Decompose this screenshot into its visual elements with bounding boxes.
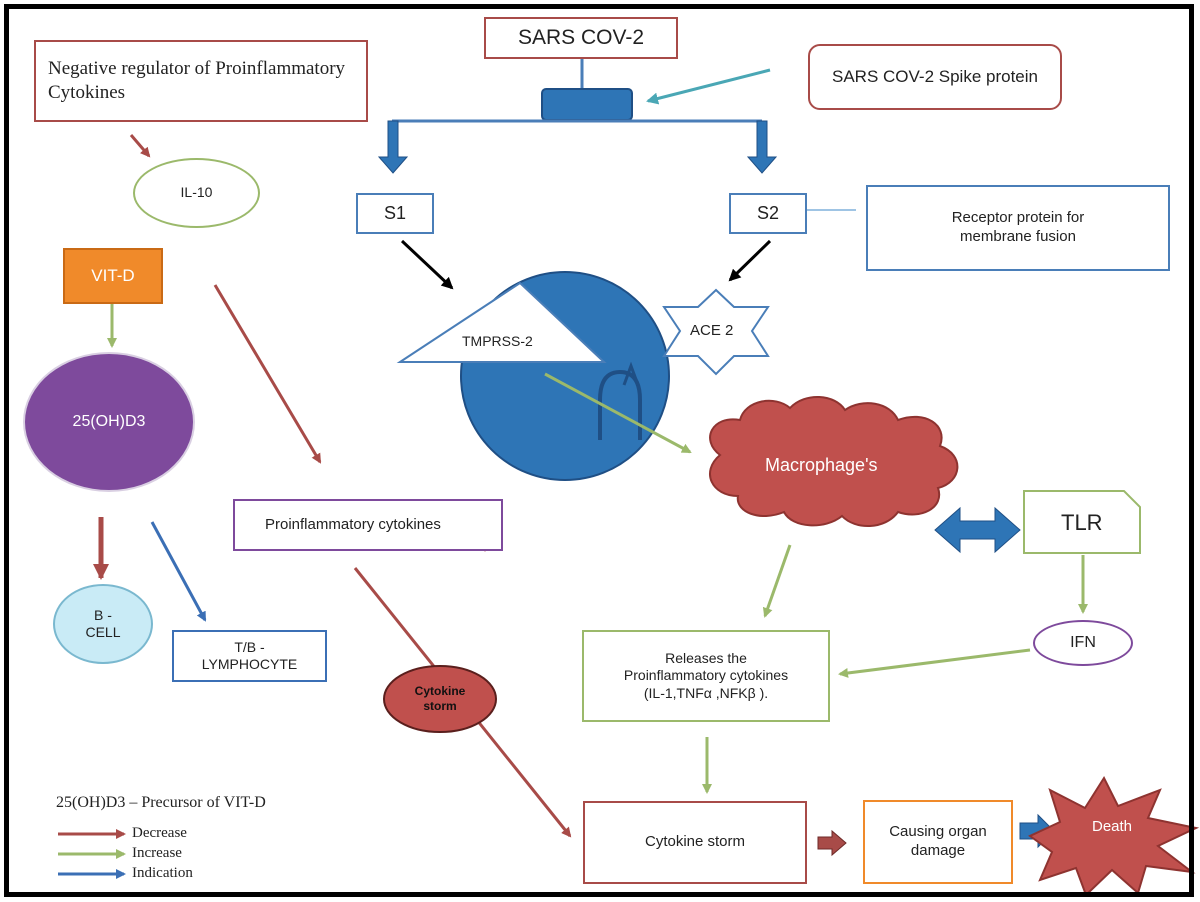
s1-node: S1 [356,193,434,234]
legend-increase-label: Increase [132,845,182,861]
death-label: Death [1092,818,1133,835]
spike-note-arrow [646,68,771,105]
spike-receptor-shape [541,88,633,121]
arrow-precursor-lymphocyte [150,521,207,622]
arrow-ifn-releases [838,648,1031,678]
vitd-node: VIT-D [63,248,163,304]
legend-decrease-label: Decrease [132,825,187,841]
tlr-label: TLR [1061,510,1103,535]
macrophage-tlr-arrow [934,506,1021,554]
macrophage-label: Macrophage's [765,455,878,475]
small-cytokine-storm-node: Cytokine storm [414,684,466,713]
arrow-to-proinflammatory [213,284,322,464]
lymphocyte-node: T/B - LYMPHOCYTE [172,630,327,682]
receptor-note-node: Receptor protein for membrane fusion [866,185,1170,271]
arrow-cell-macrophage [544,372,692,454]
legend-indication-label: Indication [132,865,193,881]
ace2-shape [662,288,770,376]
il10-node: IL-10 [133,158,260,228]
ifn-node: IFN [1033,620,1133,666]
bcell-node: B - CELL [53,584,153,664]
macrophage-shape [709,395,959,528]
tlr-shape [1023,490,1141,554]
releases-node: Releases the Proinflammatory cytokines (… [582,630,830,722]
ace2-label: ACE 2 [690,322,734,339]
arrow-s1-tmprss [400,239,454,290]
organ-damage-node: Causing organ damage [863,800,1013,884]
arrow-storm-organ [817,829,847,857]
arrow-macrophage-releases [762,544,792,618]
legend-note: 25(OH)D3 – Precursor of VIT-D [56,794,266,811]
tmprss2-shape [396,281,607,363]
s2-node: S2 [729,193,807,234]
arrow-to-s1 [377,120,409,174]
small-storm-shape [383,665,497,733]
proinflammatory-node: Proinflammatory cytokines [233,499,503,551]
virus-node: SARS COV-2 [484,17,678,59]
tmprss2-label: TMPRSS-2 [462,333,533,349]
death-shape [1028,775,1200,897]
arrow-s2-ace2 [728,239,772,282]
arrow-to-s2 [746,120,778,174]
internalization-arrow [598,369,642,440]
vitd-precursor-node: 25(OH)D3 [23,352,195,492]
neg-regulator-node: Negative regulator of Proinflammatory Cy… [34,40,368,122]
cytokine-storm-node: Cytokine storm [583,801,807,884]
arrow-regulator-il10 [129,134,151,158]
spike-note-node: SARS COV-2 Spike protein [808,44,1062,110]
